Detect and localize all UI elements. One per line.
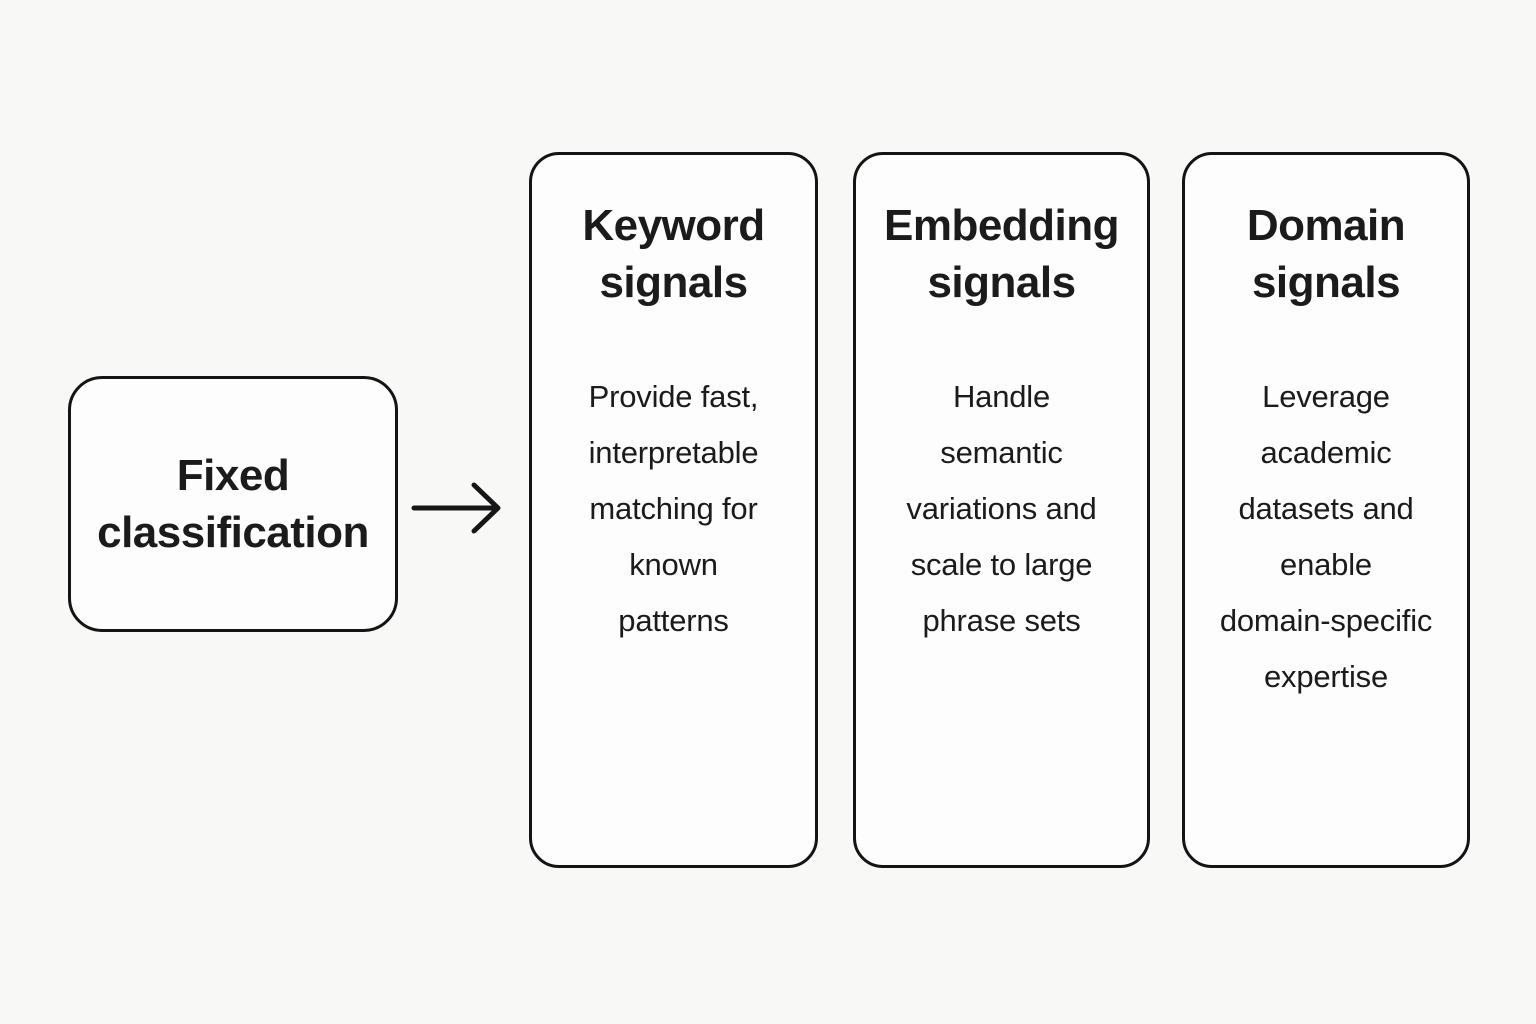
domain-signals-description: Leverage academic datasets and enable do… bbox=[1219, 379, 1433, 694]
embedding-signals-box: Embedding signals Handle semantic variat… bbox=[853, 152, 1150, 868]
embedding-signals-title: Embedding signals bbox=[883, 201, 1120, 307]
domain-signals-box: Domain signals Leverage academic dataset… bbox=[1182, 152, 1470, 868]
keyword-signals-description: Provide fast, interpretable matching for… bbox=[588, 379, 759, 638]
embedding-signals-description: Handle semantic variations and scale to … bbox=[906, 379, 1097, 638]
domain-signals-title: Domain signals bbox=[1246, 201, 1406, 307]
fixed-classification-label: Fixed classification bbox=[97, 451, 369, 557]
keyword-signals-title: Keyword signals bbox=[582, 201, 765, 307]
right-arrow-icon bbox=[411, 482, 501, 534]
fixed-classification-box: Fixed classification bbox=[68, 376, 398, 632]
keyword-signals-box: Keyword signals Provide fast, interpreta… bbox=[529, 152, 818, 868]
